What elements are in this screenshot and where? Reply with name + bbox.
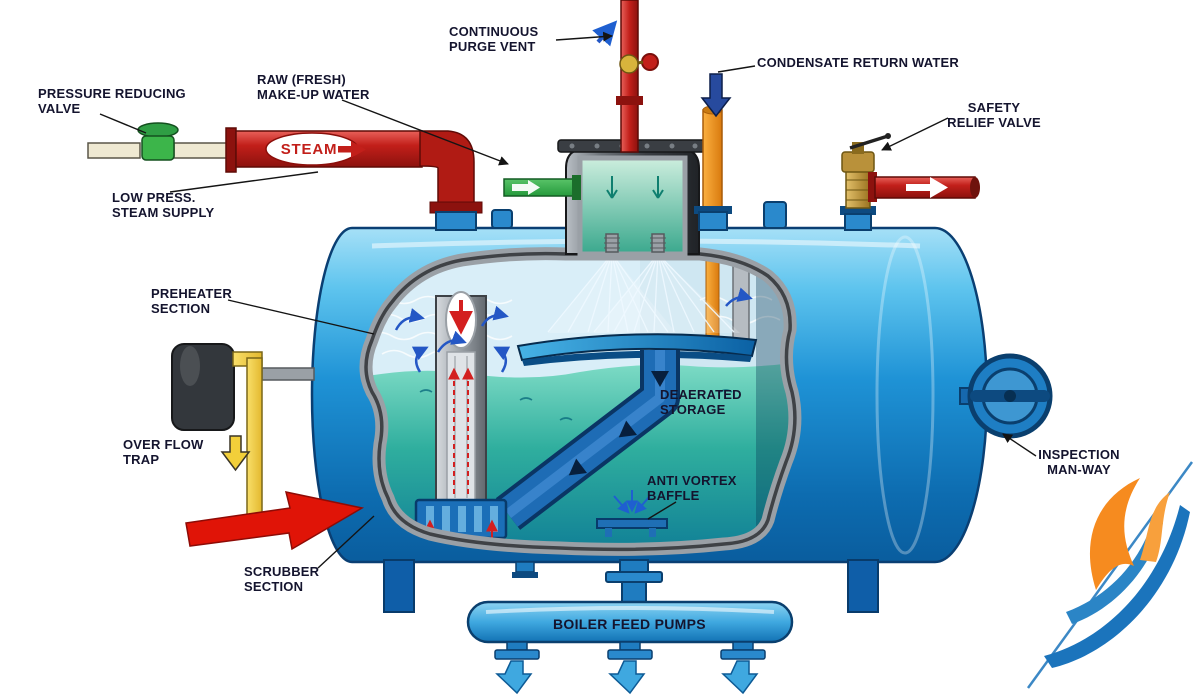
relief-lever	[849, 134, 889, 150]
label-condensate-return-water: CONDENSATE RETURN WATER	[757, 55, 960, 70]
safety-relief-valve	[840, 133, 980, 231]
makeup-water-pipe	[503, 175, 581, 200]
dome-interior	[577, 155, 688, 257]
dome-flow-arrows	[606, 176, 664, 199]
downcomer-pipe	[495, 350, 680, 530]
spray-pattern	[547, 253, 740, 333]
vent-direction-arrow	[592, 20, 618, 47]
steam-pipe-elbow	[419, 130, 475, 205]
flow-chevrons	[568, 371, 669, 476]
water-ripples	[419, 389, 733, 421]
label-continuous-purge-vent: CONTINUOUS PURGE VENT	[449, 24, 539, 55]
end-cap-seam	[875, 235, 935, 555]
label-boiler-feed-pumps: BOILER FEED PUMPS	[553, 616, 706, 632]
label-raw-makeup-water: RAW (FRESH) MAKE-UP WATER	[257, 72, 370, 103]
overflow-down-arrow	[220, 435, 251, 472]
red-pointer-arrow	[185, 491, 365, 551]
pump-stub-3	[720, 641, 766, 695]
spray-tray	[516, 333, 758, 366]
condensate-down-arrow	[700, 73, 732, 118]
pressure-reducing-valve	[137, 122, 179, 161]
discharge-arrow-icon	[906, 177, 948, 198]
purge-valve-body	[619, 54, 639, 74]
pump-stub-1	[494, 641, 540, 695]
label-preheater-section: PREHEATER SECTION	[151, 286, 233, 317]
feed-pump-manifold	[466, 559, 794, 695]
label-anti-vortex-baffle: ANTI VORTEX BAFFLE	[647, 473, 737, 504]
label-pressure-reducing-valve: PRESSURE REDUCING VALVE	[38, 86, 186, 117]
label-deaerated-storage: DEAERATED STORAGE	[660, 387, 742, 418]
brand-logo	[1026, 461, 1194, 689]
label-overflow-trap: OVER FLOW TRAP	[123, 437, 204, 468]
purge-vent-pipe	[592, 0, 659, 153]
steam-flow-arrow-icon	[338, 141, 366, 158]
spray-dome	[557, 139, 708, 257]
shell-cut-edge	[359, 247, 802, 556]
condensate-return-pipe	[694, 105, 732, 231]
tank-nozzle-caps	[491, 201, 787, 578]
overflow-standpipe	[246, 357, 263, 519]
label-scrubber-section: SCRUBBER SECTION	[244, 564, 320, 595]
label-low-press-steam-supply: LOW PRESS. STEAM SUPPLY	[112, 190, 215, 221]
purge-valve-wheel	[641, 53, 659, 71]
trap-body	[171, 343, 235, 431]
cutaway-interior	[366, 253, 795, 550]
pump-stub-2	[607, 641, 653, 695]
label-steam-flow: STEAM	[280, 141, 338, 158]
steam-curl-arrows	[394, 287, 753, 373]
label-inspection-manway: INSPECTION MAN-WAY	[1038, 447, 1120, 478]
spray-nozzles	[604, 233, 666, 253]
anti-vortex-baffle	[596, 490, 668, 537]
flow-arrow-icon	[512, 180, 540, 195]
label-safety-relief-valve: SAFETY RELIEF VALVE	[947, 100, 1041, 131]
steam-supply-piping	[87, 122, 483, 231]
tank-support-legs	[383, 559, 879, 613]
leader-lines	[99, 31, 1037, 569]
steam-pipe-flange	[225, 127, 237, 173]
